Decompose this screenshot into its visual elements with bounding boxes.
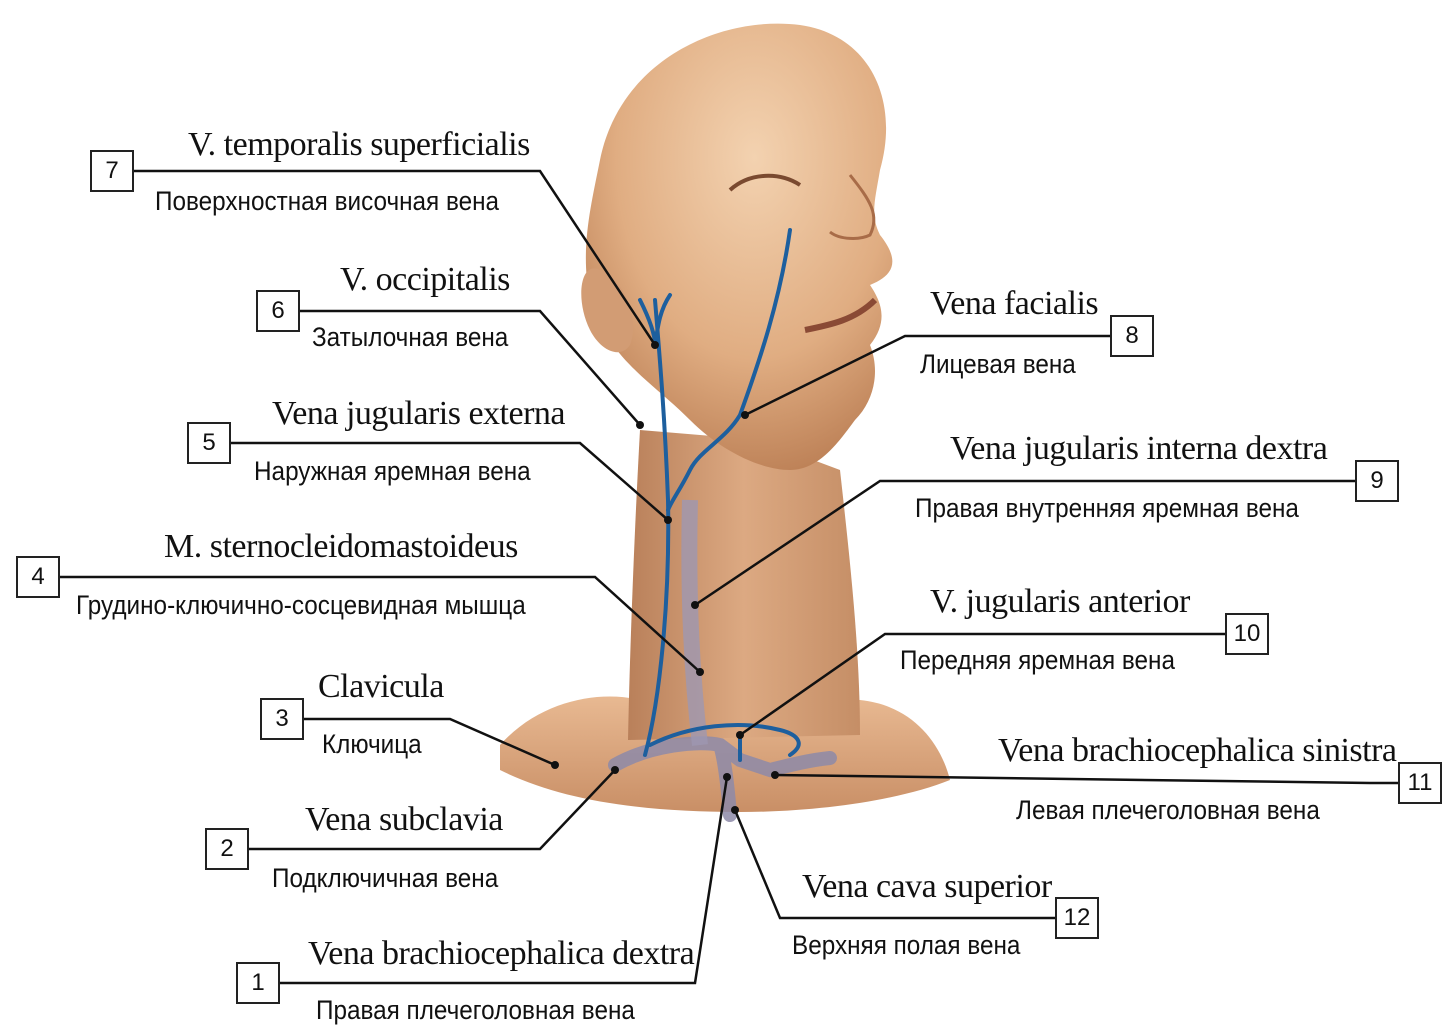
label-3-latin: Clavicula (318, 670, 444, 704)
label-8-number: 8 (1110, 315, 1154, 357)
label-9-ru: Правая внутренняя яремная вена (915, 495, 1299, 522)
label-12-latin: Vena cava superior (802, 870, 1052, 904)
label-5-ru: Наружная яремная вена (254, 458, 531, 485)
label-9-number: 9 (1355, 460, 1399, 502)
neck-shape (628, 430, 860, 740)
label-7-latin: V. temporalis superficialis (188, 128, 530, 162)
label-8-ru: Лицевая вена (920, 351, 1076, 378)
leader-1-dot (723, 773, 731, 781)
leader-6-dot (636, 421, 644, 429)
leader-3-dot (551, 761, 559, 769)
label-1-latin: Vena brachiocephalica dextra (308, 937, 694, 971)
label-7-ru: Поверхностная височная вена (155, 188, 499, 215)
label-10-number: 10 (1225, 613, 1269, 655)
label-5-number: 5 (187, 422, 231, 464)
label-10-ru: Передняя яремная вена (900, 647, 1175, 674)
label-4-number: 4 (16, 556, 60, 598)
label-4-ru: Грудино-ключично-сосцевидная мышца (76, 592, 526, 619)
label-3-number: 3 (260, 698, 304, 740)
label-9-latin: Vena jugularis interna dextra (950, 432, 1327, 466)
leader-11-dot (771, 771, 779, 779)
leader-4-dot (696, 668, 704, 676)
label-2-latin: Vena subclavia (305, 803, 503, 837)
label-6-latin: V. occipitalis (340, 263, 510, 297)
label-10-latin: V. jugularis anterior (930, 585, 1190, 619)
label-11-ru: Левая плечеголовная вена (1016, 797, 1320, 824)
label-5-latin: Vena jugularis externa (272, 397, 565, 431)
label-3-ru: Ключица (322, 731, 422, 758)
leader-10-dot (736, 731, 744, 739)
label-1-ru: Правая плечеголовная вена (316, 997, 635, 1024)
label-2-ru: Подключичная вена (272, 865, 498, 892)
label-12-number: 12 (1055, 897, 1099, 939)
head-shape (586, 24, 892, 470)
leader-2-dot (611, 766, 619, 774)
label-6-number: 6 (256, 290, 300, 332)
label-6-ru: Затылочная вена (312, 324, 508, 351)
label-11-number: 11 (1398, 762, 1442, 804)
leader-12-dot (731, 806, 739, 814)
label-1-number: 1 (236, 962, 280, 1004)
leader-7-dot (651, 341, 659, 349)
label-7-number: 7 (90, 150, 134, 192)
leader-8-dot (741, 411, 749, 419)
label-8-latin: Vena facialis (930, 287, 1098, 321)
label-2-number: 2 (205, 828, 249, 870)
label-11-latin: Vena brachiocephalica sinistra (998, 734, 1396, 768)
leader-5-dot (664, 516, 672, 524)
leader-9-dot (691, 601, 699, 609)
label-12-ru: Верхняя полая вена (792, 932, 1020, 959)
label-4-latin: M. sternocleidomastoideus (164, 530, 518, 564)
